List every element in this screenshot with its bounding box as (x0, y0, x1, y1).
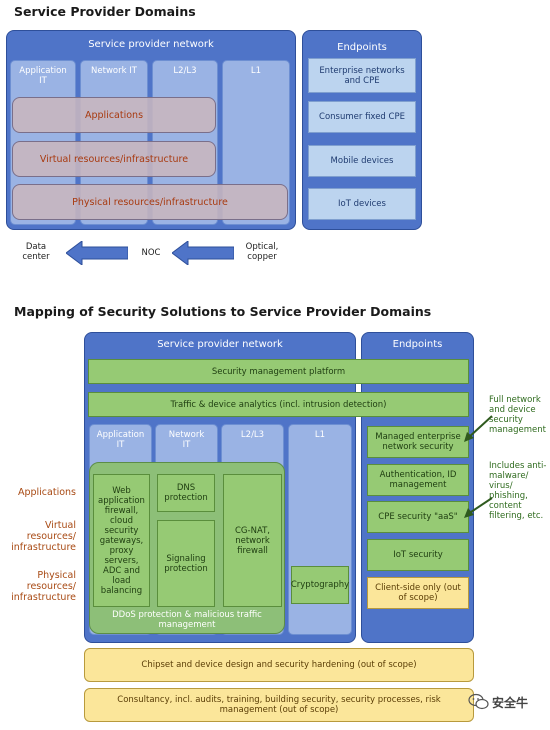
top-col-label: Application IT (19, 66, 67, 86)
top-endpoint-mobile: Mobile devices (308, 145, 416, 177)
bottom-heading: Mapping of Security Solutions to Service… (14, 304, 432, 319)
top-spn-title: Service provider network (88, 39, 214, 50)
client-side-only: Client-side only (out of scope) (367, 577, 469, 609)
side-label-physical: Physical resources/ infrastructure (11, 570, 76, 603)
bottom-endpoints-title: Endpoints (392, 339, 443, 350)
top-layer-virtual: Virtual resources/infrastructure (12, 141, 216, 177)
bottom-spn-title: Service provider network (157, 339, 283, 350)
top-layer-physical: Physical resources/infrastructure (12, 184, 288, 220)
annotation-full-network: Full network and device security managem… (489, 395, 546, 435)
authentication-id-management: Authentication, ID management (367, 464, 469, 496)
ddos-label: DDoS protection & malicious traffic mana… (112, 610, 262, 630)
managed-enterprise-security: Managed enterprise network security (367, 426, 469, 458)
arrow-annotation-icon (464, 415, 493, 442)
top-endpoint-iot: IoT devices (308, 188, 416, 220)
flow-label-data-center: Data center (22, 242, 50, 262)
wechat-icon (468, 693, 489, 710)
cryptography: Cryptography (291, 566, 349, 604)
top-endpoints-title: Endpoints (337, 42, 387, 53)
iot-security: IoT security (367, 539, 469, 571)
flow-label-noc: NOC (141, 248, 161, 258)
security-management-platform: Security management platform (88, 359, 469, 384)
bottom-col-label: L1 (314, 430, 326, 440)
bottom-col-label: Application IT (96, 430, 145, 450)
flow-label-optical: Optical, copper (245, 242, 279, 262)
annotation-includes: Includes anti-malware/ virus/ phishing, … (489, 461, 547, 521)
top-endpoint-enterprise: Enterprise networks and CPE (308, 58, 416, 93)
top-layer-applications: Applications (12, 97, 216, 133)
top-col-label: Network IT (91, 66, 137, 76)
cg-nat-firewall: CG-NAT, network firewall (223, 474, 282, 607)
bottom-col-label: L2/L3 (240, 430, 265, 440)
side-label-applications: Applications (17, 487, 76, 498)
dns-protection: DNS protection (157, 474, 215, 512)
arrow-annotation-icon (464, 497, 493, 518)
watermark-text: 安全牛 (492, 696, 529, 710)
arrow-left-icon (172, 241, 234, 265)
top-endpoint-consumer: Consumer fixed CPE (308, 101, 416, 133)
bottom-col-label: Network IT (168, 430, 205, 450)
top-col-label: L1 (250, 66, 262, 76)
side-label-virtual: Virtual resources/ infrastructure (11, 520, 76, 553)
consultancy: Consultancy, incl. audits, training, bui… (84, 688, 474, 722)
traffic-analytics: Traffic & device analytics (incl. intrus… (88, 392, 469, 417)
top-heading: Service Provider Domains (14, 4, 196, 19)
chipset-hardening: Chipset and device design and security h… (84, 648, 474, 682)
arrow-left-icon (66, 241, 128, 265)
signaling-protection: Signaling protection (157, 520, 215, 607)
top-col-label: L2/L3 (173, 66, 197, 76)
cpe-security-aas: CPE security "aaS" (367, 501, 469, 533)
web-app-firewall: Web application firewall, cloud security… (93, 474, 150, 607)
